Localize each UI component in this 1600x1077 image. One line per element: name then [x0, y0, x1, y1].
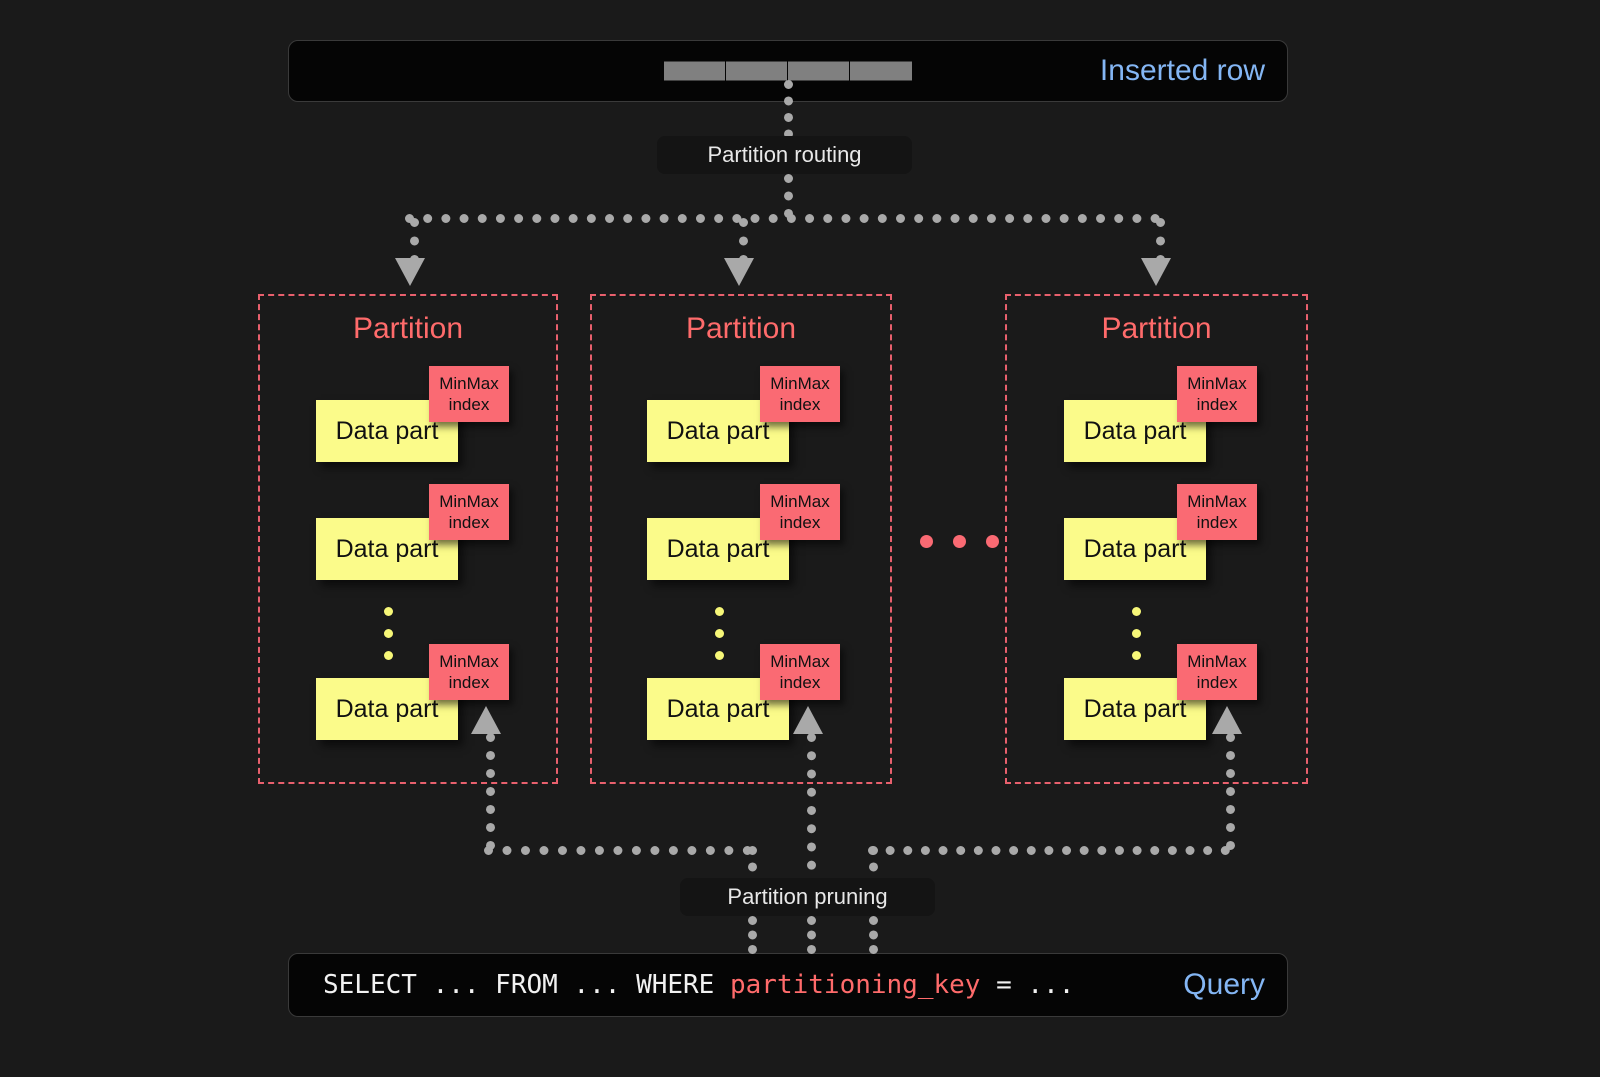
query-keyword: partitioning_key [730, 970, 981, 1000]
parts-ellipsis [1132, 607, 1141, 673]
arrow-up-partition-3 [1212, 706, 1242, 734]
connector-prune-branch-3 [1226, 733, 1235, 850]
parts-ellipsis [715, 607, 724, 673]
row-cell [664, 61, 726, 81]
data-part-label: Data part [1083, 534, 1187, 563]
partition-title: Partition [1101, 312, 1212, 345]
partition-routing-label: Partition routing [657, 136, 912, 174]
data-part-label: Data part [666, 694, 770, 723]
partition-title: Partition [685, 312, 797, 345]
arrow-up-partition-2 [793, 706, 823, 734]
connector-prune-drop-left [748, 846, 757, 888]
data-part-label: Data part [1083, 694, 1187, 723]
connector-routing-branch-3 [1156, 218, 1165, 264]
data-part-label: Data part [666, 416, 770, 445]
data-part-label: Data part [335, 694, 439, 723]
data-part-label: Data part [335, 534, 439, 563]
partition-title: Partition [352, 312, 464, 345]
row-cell [788, 61, 850, 81]
connector-prune-bus-left [484, 846, 752, 855]
query-text: SELECT ... FROM ... WHERE partitioning_k… [323, 970, 1074, 1000]
arrow-up-partition-1 [471, 706, 501, 734]
query-label: Query [1183, 968, 1265, 1001]
data-part-box: Data part [647, 518, 789, 580]
row-cell [850, 61, 912, 81]
connector-prune-drop-right [869, 846, 878, 888]
connector-pruning-to-query-2 [807, 916, 816, 954]
partitions-ellipsis-icon [920, 535, 999, 548]
connector-prune-branch-2 [807, 733, 816, 888]
connector-routing-bus [405, 214, 1160, 223]
row-cell [726, 61, 788, 81]
arrow-down-partition-1 [395, 258, 425, 286]
connector-prune-bus-right [868, 846, 1230, 855]
query-prefix: SELECT ... FROM ... WHERE [323, 970, 730, 1000]
connector-routing-branch-1 [410, 218, 419, 264]
arrow-down-partition-2 [724, 258, 754, 286]
parts-ellipsis [384, 607, 393, 673]
data-part-label: Data part [1083, 416, 1187, 445]
connector-routing-branch-2 [739, 218, 748, 264]
data-part-label: Data part [666, 534, 770, 563]
query-bar: SELECT ... FROM ... WHERE partitioning_k… [288, 953, 1288, 1017]
connector-routing-down [784, 174, 793, 218]
partition-pruning-label: Partition pruning [680, 878, 935, 916]
query-suffix: = ... [980, 970, 1075, 1000]
data-part-box: Data part [1064, 518, 1206, 580]
connector-pruning-to-query-1 [748, 916, 757, 954]
data-part-label: Data part [335, 416, 439, 445]
inserted-row-bar: Inserted row [288, 40, 1288, 102]
connector-prune-branch-1 [486, 733, 495, 850]
arrow-down-partition-3 [1141, 258, 1171, 286]
inserted-row-label: Inserted row [1099, 54, 1265, 87]
connector-pruning-to-query-3 [869, 916, 878, 954]
connector-row-to-routing [784, 80, 793, 155]
inserted-row-cells [664, 61, 912, 81]
